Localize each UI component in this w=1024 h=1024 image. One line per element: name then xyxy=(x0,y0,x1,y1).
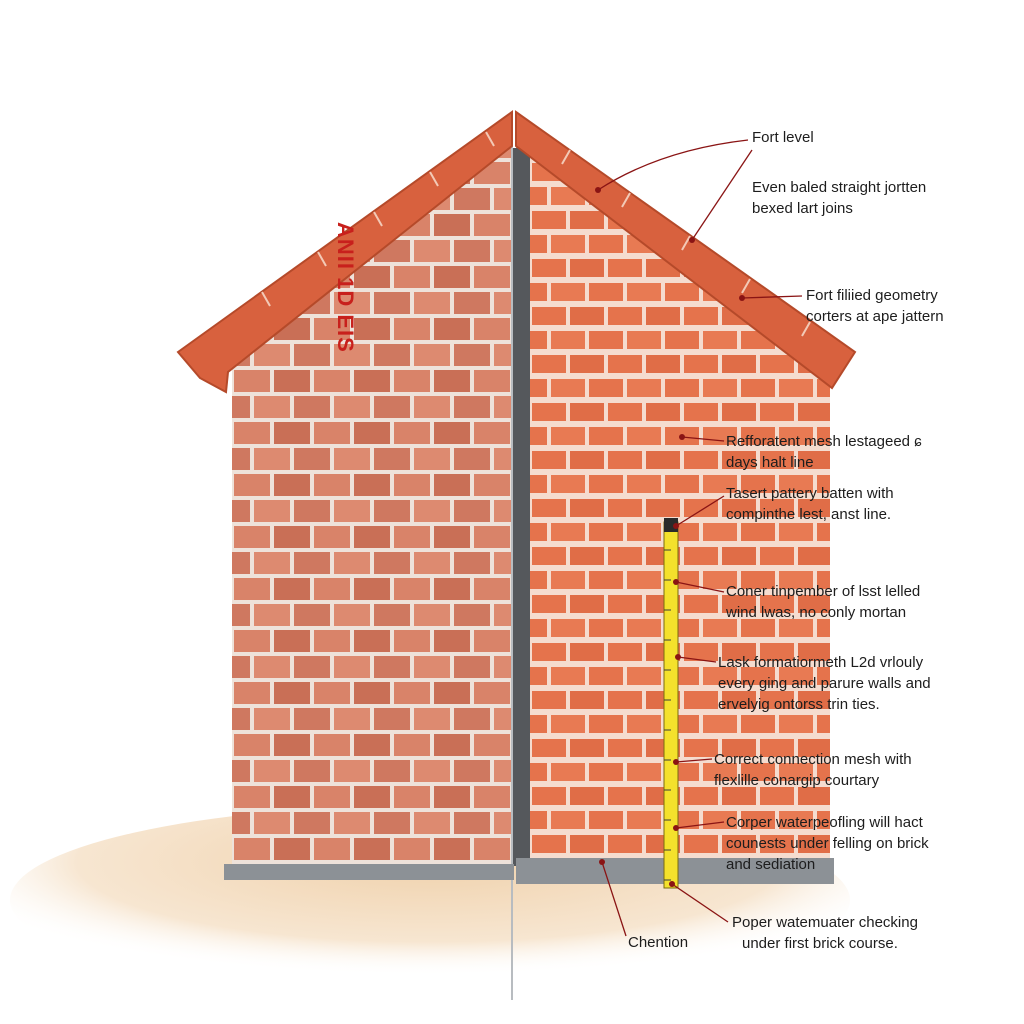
callout-chention: Chention xyxy=(628,932,688,953)
central-joint-line xyxy=(512,148,530,866)
callout-line: Poper watemuater checking xyxy=(732,914,918,931)
callout-line: days halt line xyxy=(726,454,814,471)
measuring-tape xyxy=(663,518,679,889)
callout-fort-level: Fort level xyxy=(752,127,814,148)
left-brick-wall xyxy=(232,140,512,866)
callout-line: ervelyig ontorss trin ties. xyxy=(718,696,880,713)
callout-line: Fort filiied geometry xyxy=(806,287,938,304)
leader-c7 xyxy=(677,656,717,663)
callout-line: Chention xyxy=(628,934,689,951)
leader-c6 xyxy=(675,581,725,593)
leader-c2 xyxy=(691,149,753,241)
leader-c11 xyxy=(671,883,729,923)
leader-c8 xyxy=(675,758,713,763)
roof-tile-marks xyxy=(261,131,811,337)
callout-straight-joints: Even baled straight jortten bexed lart j… xyxy=(752,177,926,219)
callout-line: Tasert pattery batten with xyxy=(726,485,894,502)
callout-waterproofing: Corper waterpeofling will hact counests … xyxy=(726,812,929,875)
callout-line: Coner tinpember of lsst lelled xyxy=(726,583,921,600)
leader-c3 xyxy=(741,295,803,299)
red-stamp-text: ANII 1D EIS xyxy=(333,222,358,353)
callout-water-checking: Poper watemuater checking under first br… xyxy=(732,912,918,954)
callout-corner-member: Coner tinpember of lsst lelled wind lwas… xyxy=(726,581,920,623)
callout-line: counests under felling on brick xyxy=(726,835,929,852)
callout-pattery-batten: Tasert pattery batten with compinthe les… xyxy=(726,483,894,525)
callout-line: wind lwas, no conly mortan xyxy=(726,604,907,621)
callout-reinforcement-mesh: Refforatent mesh lestageed ɕ days halt l… xyxy=(726,431,922,473)
leader-c9 xyxy=(675,821,725,829)
callout-line: Correct connection mesh with xyxy=(714,751,912,768)
callout-line: every ging and parure walls and xyxy=(718,675,931,692)
leader-c4 xyxy=(681,436,725,442)
left-foundation xyxy=(224,864,514,880)
callout-line: and sediation xyxy=(726,856,816,873)
callout-connection-mesh: Correct connection mesh with flexlille c… xyxy=(714,749,912,791)
callout-line: Lask formatiormeth L2d vrlouly xyxy=(718,654,924,671)
leader-lines xyxy=(597,139,803,937)
callout-line: Fort level xyxy=(752,129,814,146)
callout-line: Corper waterpeofling will hact xyxy=(726,814,923,831)
callout-lask-formation: Lask formatiormeth L2d vrlouly every gin… xyxy=(718,652,931,715)
left-roof xyxy=(176,110,513,394)
callout-line: Even baled straight jortten xyxy=(752,179,927,196)
callout-line: compinthe lest, anst line. xyxy=(726,506,892,523)
leader-c5 xyxy=(675,495,725,527)
leader-dots xyxy=(595,187,745,887)
callout-line: corters at ape jattern xyxy=(806,308,944,325)
right-roof xyxy=(515,110,857,390)
leader-c10 xyxy=(601,861,627,937)
callout-line: flexlille conargip courtary xyxy=(714,772,880,789)
callout-filled-geometry: Fort filiied geometry corters at ape jat… xyxy=(806,285,944,327)
right-brick-wall xyxy=(516,140,830,858)
callout-line: Refforatent mesh lestageed ɕ xyxy=(726,433,922,450)
leader-c1 xyxy=(597,139,749,191)
callout-line: under first brick course. xyxy=(742,935,898,952)
callout-line: bexed lart joins xyxy=(752,200,853,217)
